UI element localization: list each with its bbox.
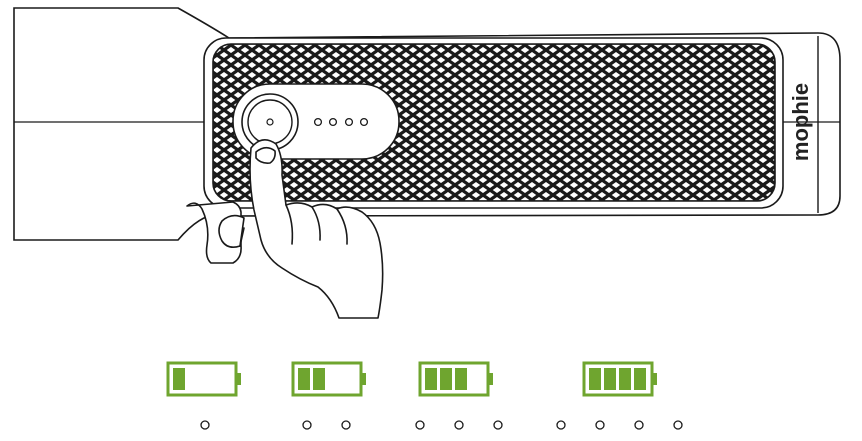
battery-bar (298, 368, 310, 390)
led-indicator-dot (634, 420, 644, 430)
battery-bar (440, 368, 452, 390)
battery-bar (455, 368, 467, 390)
brand-logo-text: mophie (788, 83, 813, 161)
led-indicator-dot (493, 420, 503, 430)
battery-level-3 (415, 361, 503, 430)
battery-bar (619, 368, 631, 390)
led-indicators (313, 117, 369, 127)
battery-terminal (361, 373, 366, 385)
led-indicator-dot (200, 420, 210, 430)
hand-pointer-icon (186, 139, 384, 319)
led-indicator-dot (454, 420, 464, 430)
battery-level-1 (166, 361, 241, 430)
battery-level-legend (166, 361, 683, 430)
led-dot-1 (313, 117, 323, 127)
led-dot-3 (344, 117, 354, 127)
battery-level-2 (291, 361, 366, 430)
battery-terminal (236, 373, 241, 385)
led-indicator-dot (302, 420, 312, 430)
led-indicator-dot (673, 420, 683, 430)
battery-bar (604, 368, 616, 390)
battery-bar (313, 368, 325, 390)
battery-terminal (652, 373, 657, 385)
led-dot-2 (328, 117, 338, 127)
led-dot-4 (359, 117, 369, 127)
power-button[interactable] (241, 93, 299, 151)
led-indicator-dot (415, 420, 425, 430)
battery-bar (634, 368, 646, 390)
led-indicator-dot (595, 420, 605, 430)
battery-terminal (488, 373, 493, 385)
led-indicator-dot (556, 420, 566, 430)
battery-bar (173, 368, 185, 390)
battery-bar (589, 368, 601, 390)
battery-bar (425, 368, 437, 390)
led-indicator-dot (341, 420, 351, 430)
battery-level-4 (556, 361, 683, 430)
